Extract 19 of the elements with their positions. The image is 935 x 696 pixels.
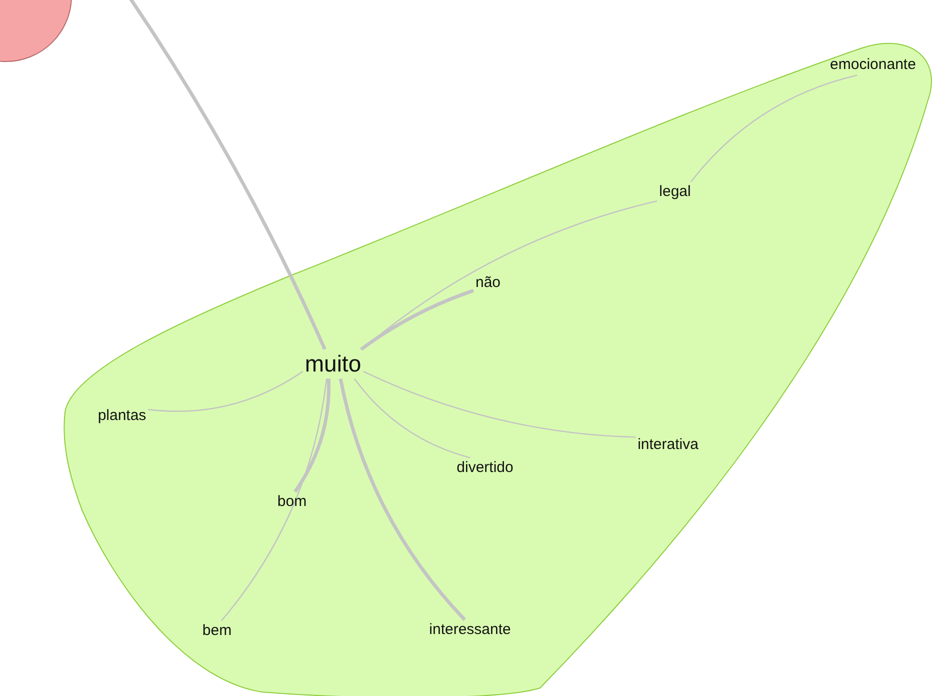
word-label: não bbox=[475, 274, 501, 292]
word-label: muito bbox=[304, 351, 362, 377]
connector-line bbox=[148, 370, 304, 412]
word-label: legal bbox=[659, 184, 691, 200]
connector-line bbox=[360, 288, 474, 351]
word-label: interativa bbox=[638, 436, 698, 454]
connector-line bbox=[690, 74, 858, 182]
word-label: emocionante bbox=[830, 56, 916, 74]
word-label: plantas bbox=[98, 408, 146, 424]
connector-line bbox=[362, 370, 636, 438]
connector-line bbox=[354, 378, 470, 458]
connector-line bbox=[220, 378, 328, 622]
connector-line bbox=[294, 378, 331, 493]
word-label: interessante bbox=[429, 622, 511, 638]
word-label: divertido bbox=[456, 460, 514, 476]
connector-line bbox=[338, 378, 466, 621]
word-label: bom bbox=[277, 494, 307, 510]
connector-line bbox=[128, 0, 326, 350]
word-label: bem bbox=[202, 622, 232, 640]
